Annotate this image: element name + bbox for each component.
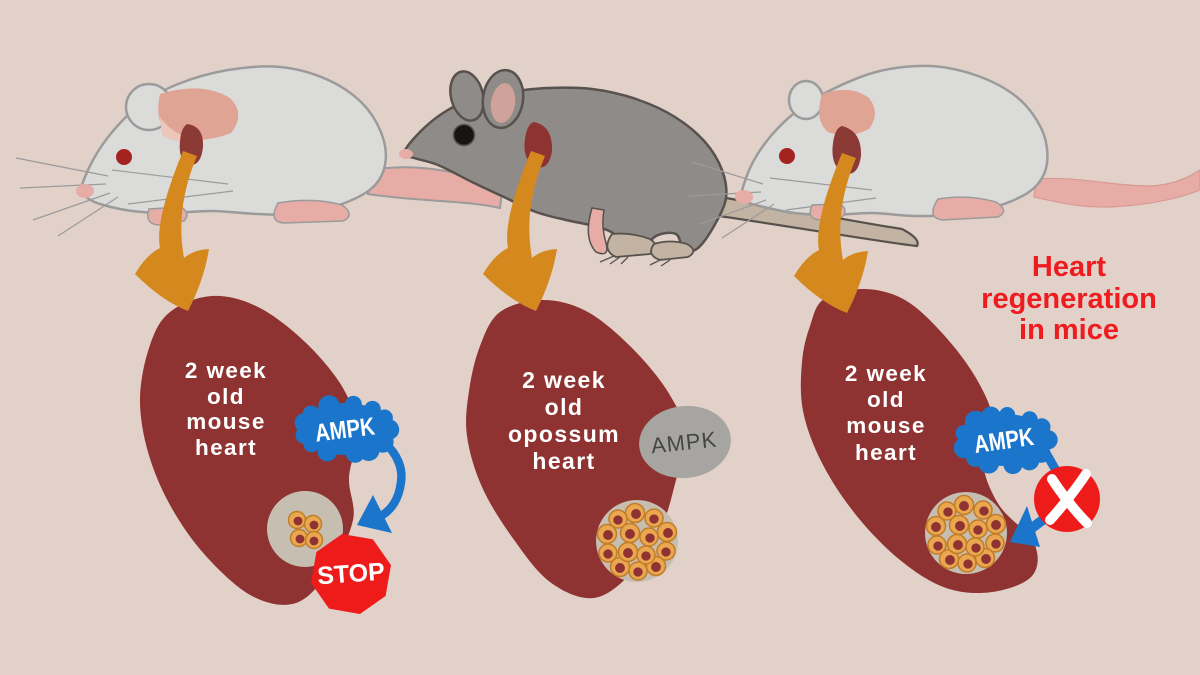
svg-text:old: old [207,384,245,409]
svg-text:heart: heart [855,440,917,465]
svg-text:heart: heart [532,448,595,474]
svg-text:STOP: STOP [316,558,385,591]
svg-text:heart: heart [195,435,257,460]
svg-text:mouse: mouse [846,413,926,438]
svg-text:old: old [867,387,905,412]
svg-text:mouse: mouse [186,409,266,434]
svg-text:2 week: 2 week [522,367,606,393]
svg-text:old: old [545,394,584,420]
svg-text:regeneration: regeneration [981,283,1157,315]
svg-text:Heart: Heart [1032,251,1106,283]
svg-text:2 week: 2 week [185,358,267,383]
svg-text:in mice: in mice [1019,314,1119,346]
svg-text:2 week: 2 week [845,361,927,386]
svg-text:opossum: opossum [508,421,620,447]
